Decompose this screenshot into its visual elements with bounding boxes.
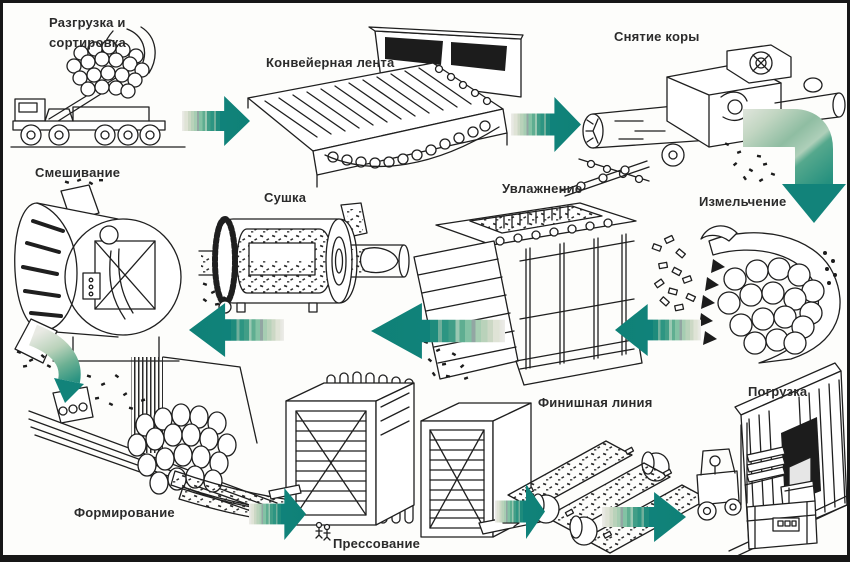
label-chipping: Измельчение [699, 194, 787, 209]
label-moistening: Увлажнение [502, 181, 583, 196]
dryer-illustration [198, 202, 410, 314]
label-loading: Погрузка [748, 384, 808, 399]
label-drying: Сушка [264, 190, 307, 205]
conveyor-belt-illustration [247, 26, 524, 188]
label-debarking: Снятие коры [614, 29, 700, 44]
moistener-illustration [413, 202, 643, 386]
label-mixing: Смешивание [35, 165, 121, 180]
label-pressing: Прессование [333, 536, 421, 551]
arrow-debarking-to-chipping [743, 109, 846, 223]
loading-illustration [696, 362, 847, 555]
label-unloading: Разгрузка и сортировка [49, 15, 126, 51]
finish-line-illustration [507, 440, 711, 554]
log-loader-illustration [10, 26, 186, 148]
label-finishing: Финишная линия [538, 395, 653, 410]
chipper-illustration [651, 225, 841, 364]
log-belt-illustration [560, 160, 650, 197]
label-conveyor: Конвейерная лента [266, 55, 395, 70]
arrow-mixing-to-forming [28, 324, 84, 403]
label-forming: Формирование [74, 505, 175, 520]
